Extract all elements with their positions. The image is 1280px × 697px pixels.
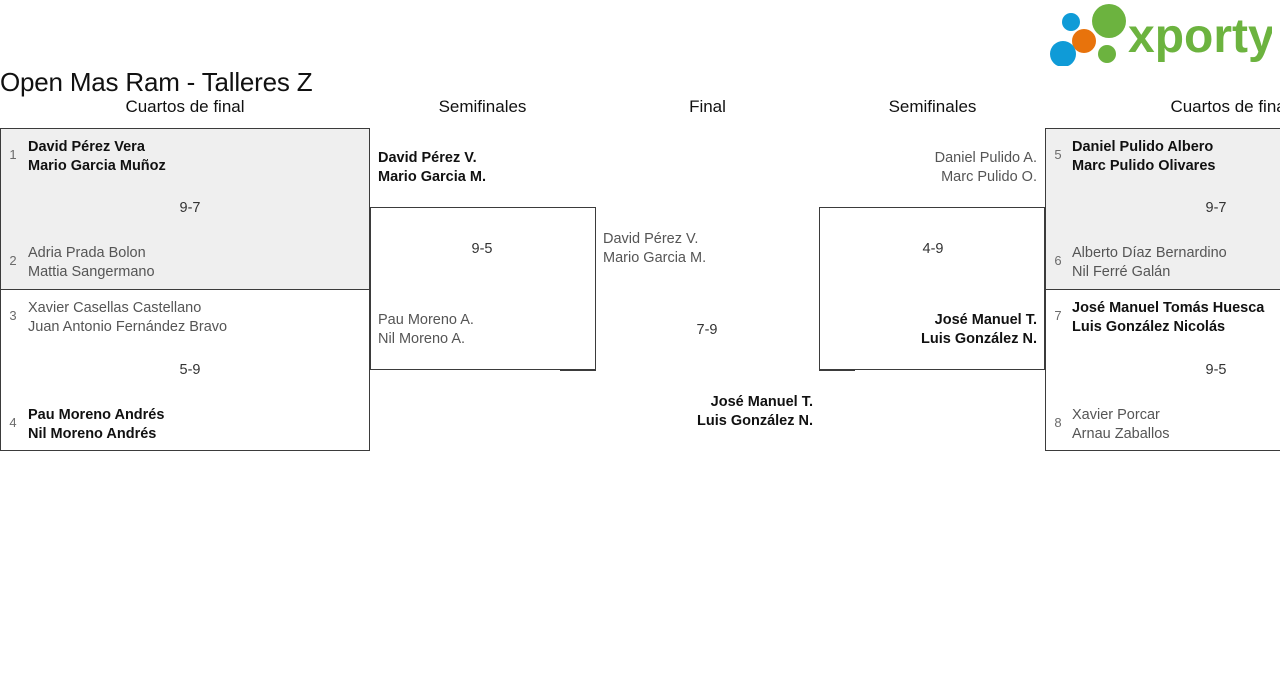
- team-name[interactable]: Luis González N.: [920, 331, 1037, 347]
- seed-number: 3: [9, 308, 17, 323]
- seed-number: 2: [9, 253, 17, 268]
- match-score: 4-9: [922, 241, 944, 257]
- team-name[interactable]: Mattia Sangermano: [28, 264, 155, 280]
- logo-dot-green-large: [1092, 4, 1126, 38]
- page-header: Open Mas Ram - Talleres Z Fase final. 4a…: [0, 0, 1280, 193]
- team-name[interactable]: David Pérez V.: [378, 150, 477, 166]
- final-connector-bottom-left: [560, 370, 596, 371]
- round-header-semifinals-left: Semifinales: [438, 97, 527, 116]
- logo-dot-blue-small: [1062, 13, 1080, 31]
- match-score: 9-5: [471, 241, 493, 257]
- team-name[interactable]: Nil Moreno Andrés: [28, 426, 157, 442]
- team-name[interactable]: Marc Pulido Olivares: [1072, 158, 1216, 174]
- match-score: 7-9: [696, 322, 718, 338]
- team-name[interactable]: Pau Moreno Andrés: [28, 407, 165, 423]
- team-name[interactable]: Nil Ferré Galán: [1072, 264, 1171, 280]
- final-connector-bottom-right: [819, 370, 855, 371]
- team-name[interactable]: Adria Prada Bolon: [28, 245, 146, 261]
- team-name[interactable]: David Pérez V.: [603, 231, 699, 247]
- team-name[interactable]: Luis González Nicolás: [1072, 319, 1226, 335]
- match-box-quarterfinal-2[interactable]: [0, 289, 370, 451]
- round-header-final: Final: [689, 97, 726, 116]
- seed-number: 8: [1054, 415, 1062, 430]
- team-name[interactable]: Nil Moreno A.: [378, 331, 466, 347]
- logo-wordmark: xporty: [1128, 10, 1272, 63]
- team-name[interactable]: David Pérez Vera: [28, 139, 145, 155]
- seed-number: 5: [1054, 147, 1062, 162]
- seed-number: 4: [9, 415, 17, 430]
- team-name[interactable]: José Manuel Tomás Huesca: [1072, 300, 1265, 316]
- team-name[interactable]: Xavier Porcar: [1072, 407, 1160, 423]
- logo-dot-green-small: [1098, 45, 1116, 63]
- round-header-semifinals-right: Semifinales: [888, 97, 977, 116]
- seed-number: 1: [9, 147, 17, 162]
- round-header-quarterfinals-left: Cuartos de final: [125, 97, 245, 116]
- match-score: 9-7: [179, 200, 201, 216]
- team-name[interactable]: Juan Antonio Fernández Bravo: [28, 319, 228, 335]
- match-box-quarterfinal-4[interactable]: [1045, 289, 1280, 451]
- team-name[interactable]: Mario Garcia M.: [603, 250, 707, 266]
- team-name[interactable]: Daniel Pulido Albero: [1072, 139, 1214, 155]
- team-name[interactable]: Daniel Pulido A.: [934, 150, 1037, 166]
- xporty-logo[interactable]: xporty: [1048, 4, 1272, 66]
- seed-number: 6: [1054, 253, 1062, 268]
- logo-dot-blue-large: [1050, 41, 1076, 66]
- match-score: 5-9: [179, 362, 201, 378]
- team-name[interactable]: Marc Pulido O.: [941, 169, 1037, 185]
- match-box-semifinal-right[interactable]: [819, 207, 1045, 370]
- team-name[interactable]: Arnau Zaballos: [1072, 426, 1170, 442]
- team-name[interactable]: Pau Moreno A.: [378, 312, 474, 328]
- team-name[interactable]: José Manuel T.: [934, 312, 1037, 328]
- team-name[interactable]: Luis González N.: [696, 413, 813, 429]
- team-name[interactable]: Alberto Díaz Bernardino: [1072, 245, 1227, 261]
- team-name[interactable]: José Manuel T.: [710, 394, 813, 410]
- round-header-quarterfinals-right: Cuartos de final: [1170, 97, 1280, 116]
- match-score: 9-5: [1205, 362, 1227, 378]
- match-score: 9-7: [1205, 200, 1227, 216]
- title-line-1: Open Mas Ram - Talleres Z: [0, 67, 313, 97]
- match-box-quarterfinal-1[interactable]: [0, 128, 370, 290]
- final-connector-top-left: [560, 207, 596, 208]
- logo-dot-orange: [1072, 29, 1096, 53]
- team-name[interactable]: Xavier Casellas Castellano: [28, 300, 202, 316]
- team-name[interactable]: Mario Garcia M.: [378, 169, 486, 185]
- team-name[interactable]: Mario Garcia Muñoz: [28, 158, 166, 174]
- seed-number: 7: [1054, 308, 1062, 323]
